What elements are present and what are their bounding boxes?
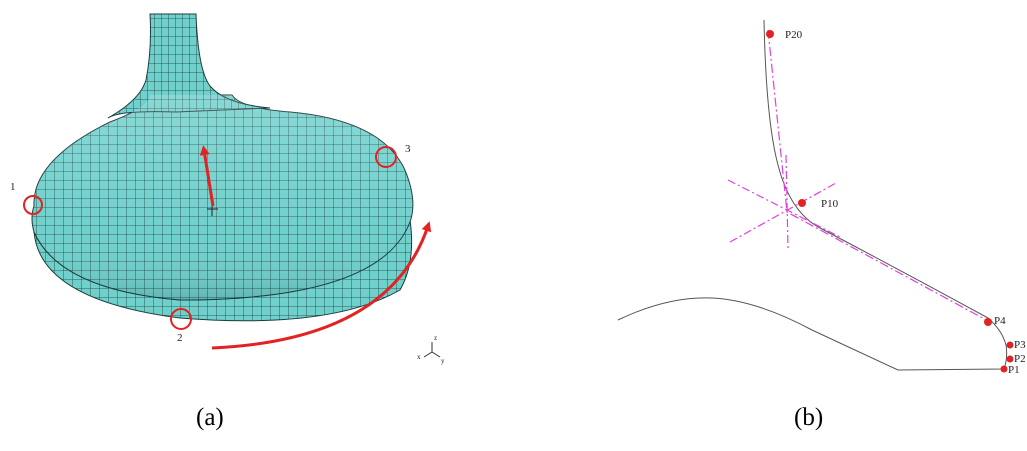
marker-2 [170,308,192,330]
point-p10-label: P10 [821,198,839,210]
triad-x-label: x [417,353,421,361]
point-p3-label: P3 [1014,339,1026,351]
marker-1-label: 1 [10,181,16,193]
center-axis-marker [207,206,218,216]
profile-panel: P20 P10 P4 P3 P2 P1 [617,19,1026,376]
marker-2-label: 2 [177,332,183,344]
point-p2-label: P2 [1014,353,1026,365]
triad-z-label: z [434,334,437,342]
point-p1 [1000,365,1008,373]
caption-b: (b) [794,404,824,431]
profile-curve [617,19,1008,371]
construction-cross [727,154,843,249]
marker-3-label: 3 [405,143,411,155]
point-p20-label: P20 [785,29,803,41]
point-p4-label: P4 [994,315,1006,327]
point-p4 [984,318,992,326]
point-p1-label: P1 [1008,364,1020,376]
caption-a: (a) [196,404,224,431]
triad-y-label: y [441,357,445,365]
point-p20 [766,30,774,38]
valve-mesh-panel: 1 2 3 z x y [10,13,445,365]
point-p3 [1006,341,1014,349]
construction-line [767,29,991,323]
vertical-arrow [199,145,215,207]
marker-3 [375,146,397,168]
point-p2 [1006,355,1014,363]
axis-triad [423,342,441,358]
marker-1 [23,195,43,215]
circumferential-arrow [211,221,432,350]
point-p10 [798,199,806,207]
